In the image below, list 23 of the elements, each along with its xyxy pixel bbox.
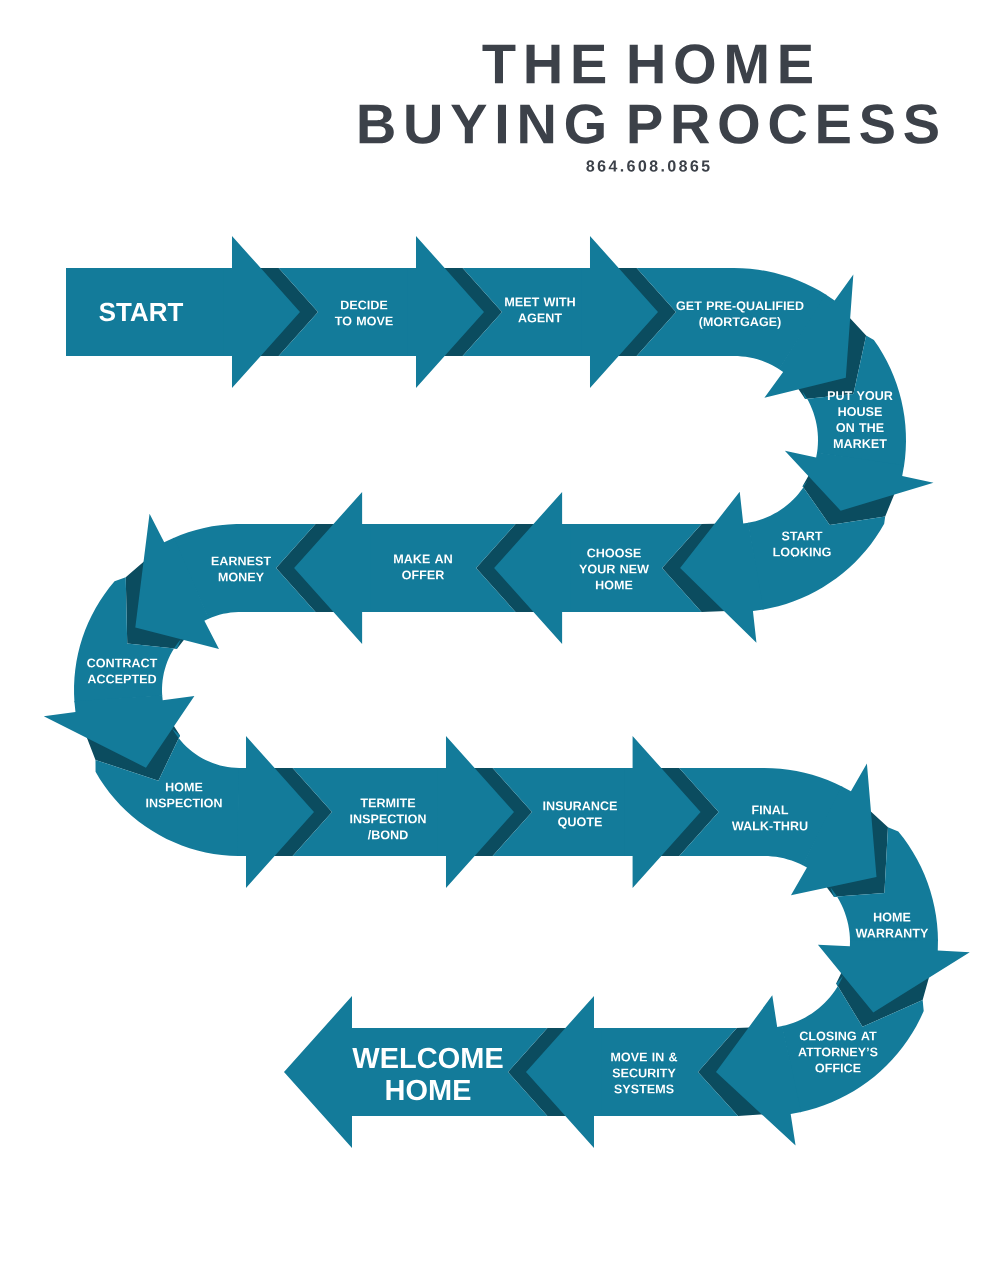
node-label: WELCOME HOME (352, 1047, 503, 1101)
phone-number: 864.608.0865 (586, 160, 710, 172)
arrow (494, 492, 571, 644)
arrow (408, 236, 484, 388)
arrow (817, 939, 970, 1013)
arrow (438, 736, 514, 888)
arrow (764, 274, 854, 398)
arrow (784, 450, 934, 511)
title: THE HOME BUYING PROCESS (359, 44, 938, 144)
arrow (582, 236, 658, 388)
arrow (43, 695, 195, 768)
band-segment: WELCOME HOME (284, 996, 568, 1148)
arrow (716, 995, 802, 1146)
arrow (790, 763, 877, 896)
arrow (624, 736, 701, 888)
arrow (237, 736, 314, 888)
arrow (224, 236, 300, 388)
arrow (526, 996, 602, 1148)
node-label: START (99, 302, 184, 322)
arrow (294, 492, 371, 644)
arrow (135, 513, 219, 650)
band-segment: START (66, 268, 225, 356)
arrow (680, 491, 764, 643)
